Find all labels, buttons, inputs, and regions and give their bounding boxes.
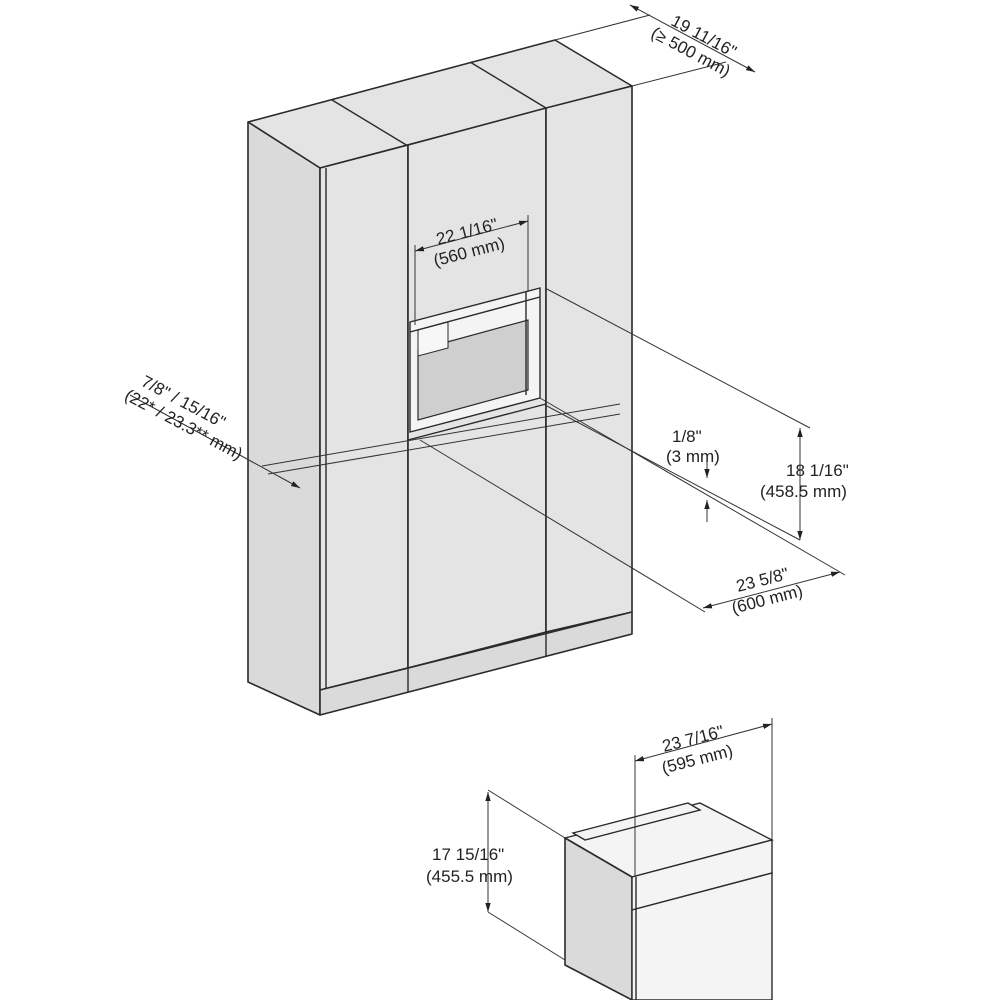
cabinet-right-front [545, 85, 633, 633]
gap-imperial-label: 1/8" [672, 427, 702, 446]
niche-extension-lines [419, 287, 846, 613]
niche-height-imperial-label: 18 1/16" [786, 461, 849, 480]
dim-appliance-height: 17 15/16" (455.5 mm) [426, 789, 566, 961]
oven-side [564, 837, 633, 1000]
plinth [319, 611, 633, 716]
dim-gap: 1/8" (3 mm) [666, 427, 720, 522]
gap-metric-label: (3 mm) [666, 447, 720, 466]
appliance-height-metric-label: (455.5 mm) [426, 867, 513, 886]
dim-niche-height: 18 1/16" (458.5 mm) [760, 428, 849, 540]
cabinet-left-front [319, 144, 409, 691]
cabinet-left-side [247, 121, 321, 716]
appliance-height-imperial-label: 17 15/16" [432, 845, 504, 864]
niche-height-metric-label: (458.5 mm) [760, 482, 847, 501]
oven-appliance [563, 802, 774, 1000]
tall-cabinet-unit [247, 39, 633, 716]
oven-door [631, 872, 773, 1000]
oven-niche [409, 287, 541, 433]
dim-niche-depth: 23 5/8" (600 mm) [702, 564, 841, 618]
